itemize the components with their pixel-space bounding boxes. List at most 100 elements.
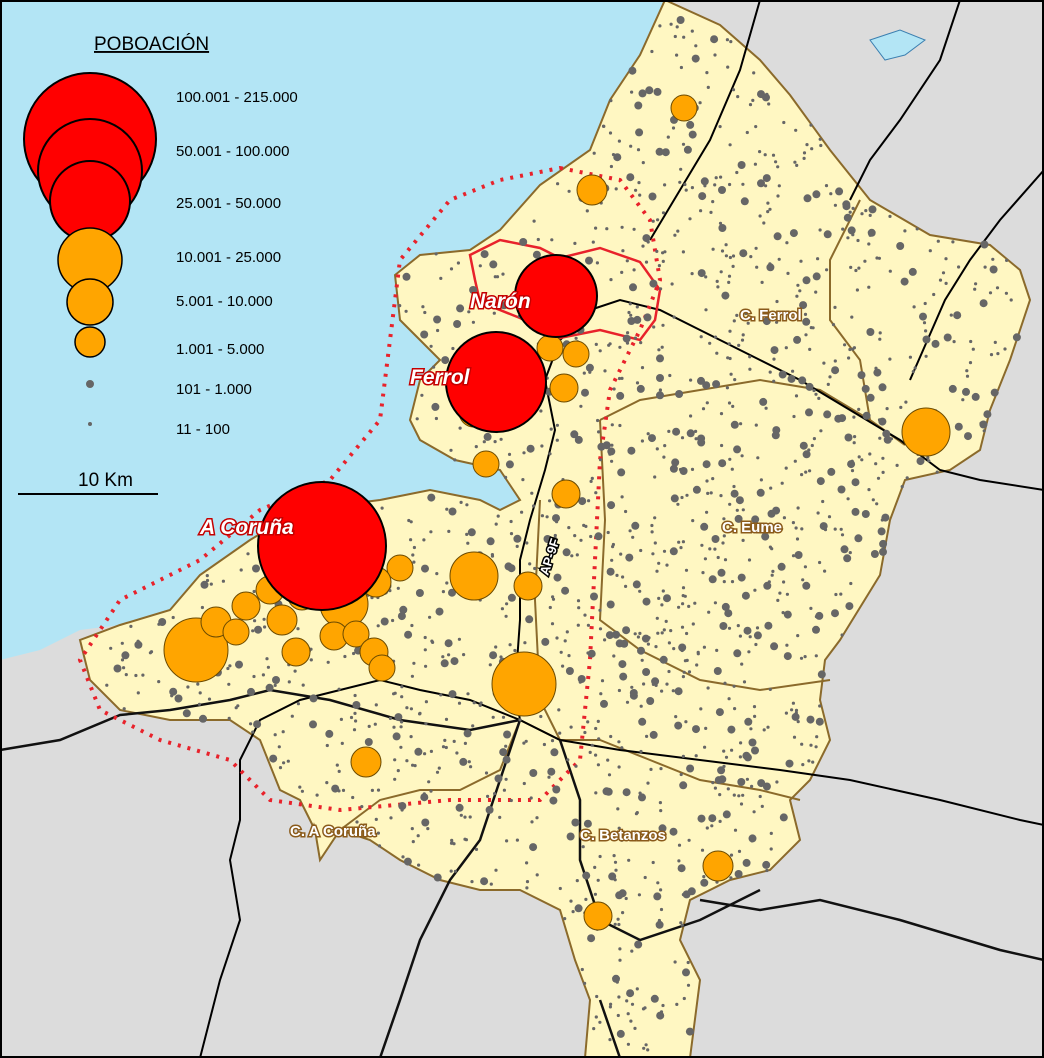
- settlement-dot: [624, 584, 628, 589]
- settlement-dot: [847, 356, 851, 360]
- settlement-dot: [708, 814, 717, 823]
- settlement-dot: [806, 715, 815, 724]
- settlement-dot: [639, 704, 643, 708]
- settlement-dot: [337, 769, 341, 774]
- settlement-dot: [926, 456, 930, 460]
- settlement-dot: [536, 237, 540, 242]
- settlement-dot: [803, 312, 808, 316]
- legend-symbol-5: [66, 278, 114, 326]
- settlement-dot: [617, 922, 621, 927]
- settlement-dot: [787, 374, 796, 383]
- settlement-dot: [642, 234, 651, 243]
- settlement-dot: [273, 683, 277, 688]
- settlement-dot: [663, 594, 671, 603]
- settlement-dot: [732, 484, 736, 489]
- settlement-dot: [403, 857, 412, 866]
- settlement-dot: [399, 745, 403, 749]
- settlement-dot: [783, 610, 792, 619]
- settlement-dot: [748, 635, 752, 639]
- settlement-dot: [120, 658, 125, 662]
- settlement-dot: [583, 819, 592, 828]
- settlement-dot: [819, 429, 823, 433]
- settlement-dot: [731, 404, 735, 408]
- settlement-dot: [868, 233, 872, 237]
- settlement-dot: [638, 589, 642, 593]
- settlement-dot: [739, 249, 748, 258]
- settlement-dot: [635, 381, 640, 385]
- settlement-dot: [547, 775, 551, 779]
- settlement-dot: [722, 580, 726, 584]
- settlement-dot: [747, 650, 751, 654]
- settlement-dot: [753, 162, 758, 166]
- settlement-dot: [739, 802, 744, 806]
- settlement-dot: [866, 328, 875, 336]
- settlement-dot: [459, 757, 468, 766]
- settlement-dot: [1009, 298, 1013, 302]
- settlement-dot: [899, 405, 903, 409]
- settlement-dot: [622, 626, 631, 635]
- settlement-dot: [766, 201, 770, 205]
- settlement-dot: [718, 793, 722, 797]
- settlement-dot: [737, 161, 746, 169]
- settlement-dot: [877, 256, 882, 260]
- settlement-dot: [635, 305, 639, 309]
- settlement-dot: [852, 441, 856, 445]
- settlement-dot: [198, 691, 202, 695]
- settlement-dot: [952, 340, 956, 344]
- settlement-dot: [748, 355, 752, 359]
- settlement-dot: [749, 727, 753, 731]
- settlement-dot: [392, 732, 401, 741]
- settlement-dot: [645, 734, 649, 739]
- settlement-dot: [650, 49, 654, 54]
- settlement-dot: [814, 290, 818, 294]
- settlement-dot: [790, 708, 794, 712]
- settlement-dot: [148, 651, 152, 655]
- settlement-dot: [642, 682, 646, 686]
- settlement-dot: [598, 1020, 602, 1024]
- settlement-dot: [585, 256, 593, 265]
- settlement-dot: [374, 817, 378, 822]
- settlement-dot: [736, 624, 740, 628]
- settlement-dot: [762, 860, 771, 869]
- settlement-dot: [753, 714, 757, 719]
- settlement-dot: [719, 494, 723, 498]
- settlement-dot: [809, 123, 813, 127]
- settlement-dot: [718, 221, 723, 225]
- settlement-dot: [708, 547, 712, 551]
- settlement-dot: [609, 1002, 613, 1006]
- settlement-dot: [677, 859, 681, 863]
- settlement-dot: [416, 834, 420, 838]
- settlement-dot: [801, 763, 805, 767]
- settlement-dot: [923, 301, 927, 306]
- settlement-dot: [448, 690, 457, 699]
- settlement-dot: [340, 741, 344, 746]
- settlement-dot: [754, 642, 758, 647]
- settlement-dot: [951, 240, 955, 244]
- settlement-dot: [856, 238, 860, 243]
- settlement-dot: [875, 256, 879, 260]
- settlement-dot: [502, 755, 511, 764]
- settlement-dot: [868, 205, 877, 214]
- settlement-dot: [681, 142, 686, 146]
- settlement-dot: [847, 226, 856, 235]
- settlement-dot: [716, 555, 720, 560]
- settlement-dot: [593, 865, 597, 870]
- settlement-dot: [775, 299, 779, 304]
- settlement-dot: [881, 513, 890, 522]
- settlement-dot: [463, 815, 467, 819]
- settlement-dot: [810, 443, 814, 448]
- settlement-dot: [455, 751, 459, 755]
- settlement-dot: [877, 418, 882, 422]
- settlement-dot: [742, 680, 747, 684]
- settlement-dot: [602, 441, 611, 450]
- settlement-dot: [515, 544, 519, 549]
- settlement-dot: [728, 255, 733, 260]
- settlement-dot: [694, 754, 698, 758]
- settlement-dot: [857, 455, 861, 459]
- settlement-dot: [687, 604, 691, 609]
- settlement-dot: [971, 392, 980, 401]
- settlement-dot: [574, 764, 578, 768]
- settlement-dot: [483, 432, 492, 441]
- settlement-dot: [404, 309, 408, 313]
- settlement-dot: [448, 588, 456, 597]
